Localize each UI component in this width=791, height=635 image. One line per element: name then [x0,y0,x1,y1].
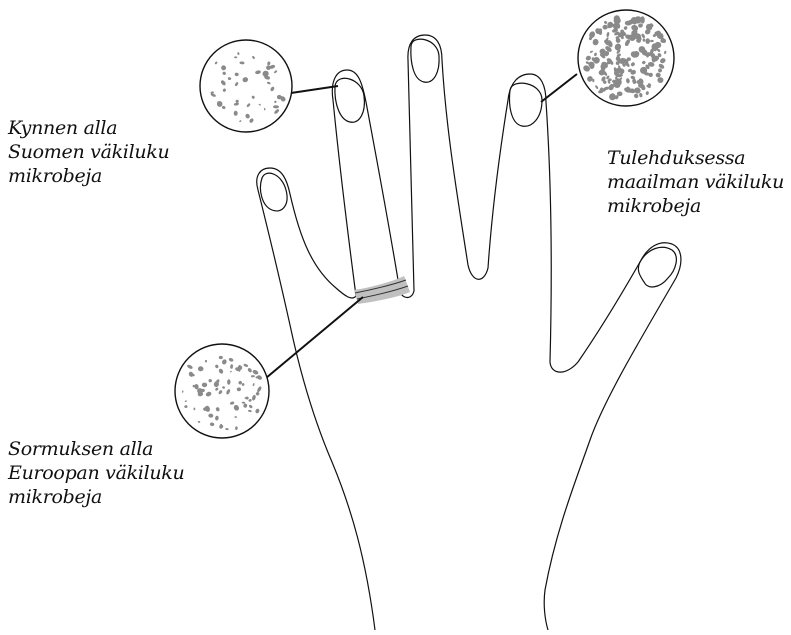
ring-label: Sormuksen alla Euroopan väkiluku mikrobe… [8,437,184,509]
ring-leader-line [266,297,363,378]
middle-fingernail [335,78,364,122]
infection-label-line-1: Tulehduksessa [607,146,784,170]
nail-microbe-dot [234,111,238,116]
nail-leader-line [291,86,338,93]
pinky-fingernail [510,83,543,126]
index-fingernail [260,173,287,211]
ring-fingernail [411,39,439,82]
ring-band [354,276,410,304]
ring-label-line-2: Euroopan väkiluku [8,461,184,485]
nail-label: Kynnen alla Suomen väkiluku mikrobeja [8,116,169,188]
ring-label-line-1: Sormuksen alla [8,437,184,461]
thumb-nail [638,247,676,287]
nail-label-line-3: mikrobeja [8,164,169,188]
infection-leader-line [541,74,577,102]
ring-label-line-3: mikrobeja [8,485,184,509]
ring-microbe-dot [202,383,207,388]
nail-microbe-circle [200,40,292,132]
infection-microbe-dot [656,73,661,78]
ring-microbe-dot [219,356,223,359]
ring-microbe-circle [175,344,269,438]
infection-microbe-dot [645,38,650,44]
infection-label: Tulehduksessa maailman väkiluku mikrobej… [607,146,784,218]
nail-label-line-1: Kynnen alla [8,116,169,140]
infection-label-line-3: mikrobeja [607,194,784,218]
ring-microbe-dot [256,376,260,378]
infection-microbe-circle [578,10,674,106]
infection-label-line-2: maailman väkiluku [607,170,784,194]
nail-label-line-2: Suomen väkiluku [8,140,169,164]
infection-microbe-dot [636,39,640,42]
